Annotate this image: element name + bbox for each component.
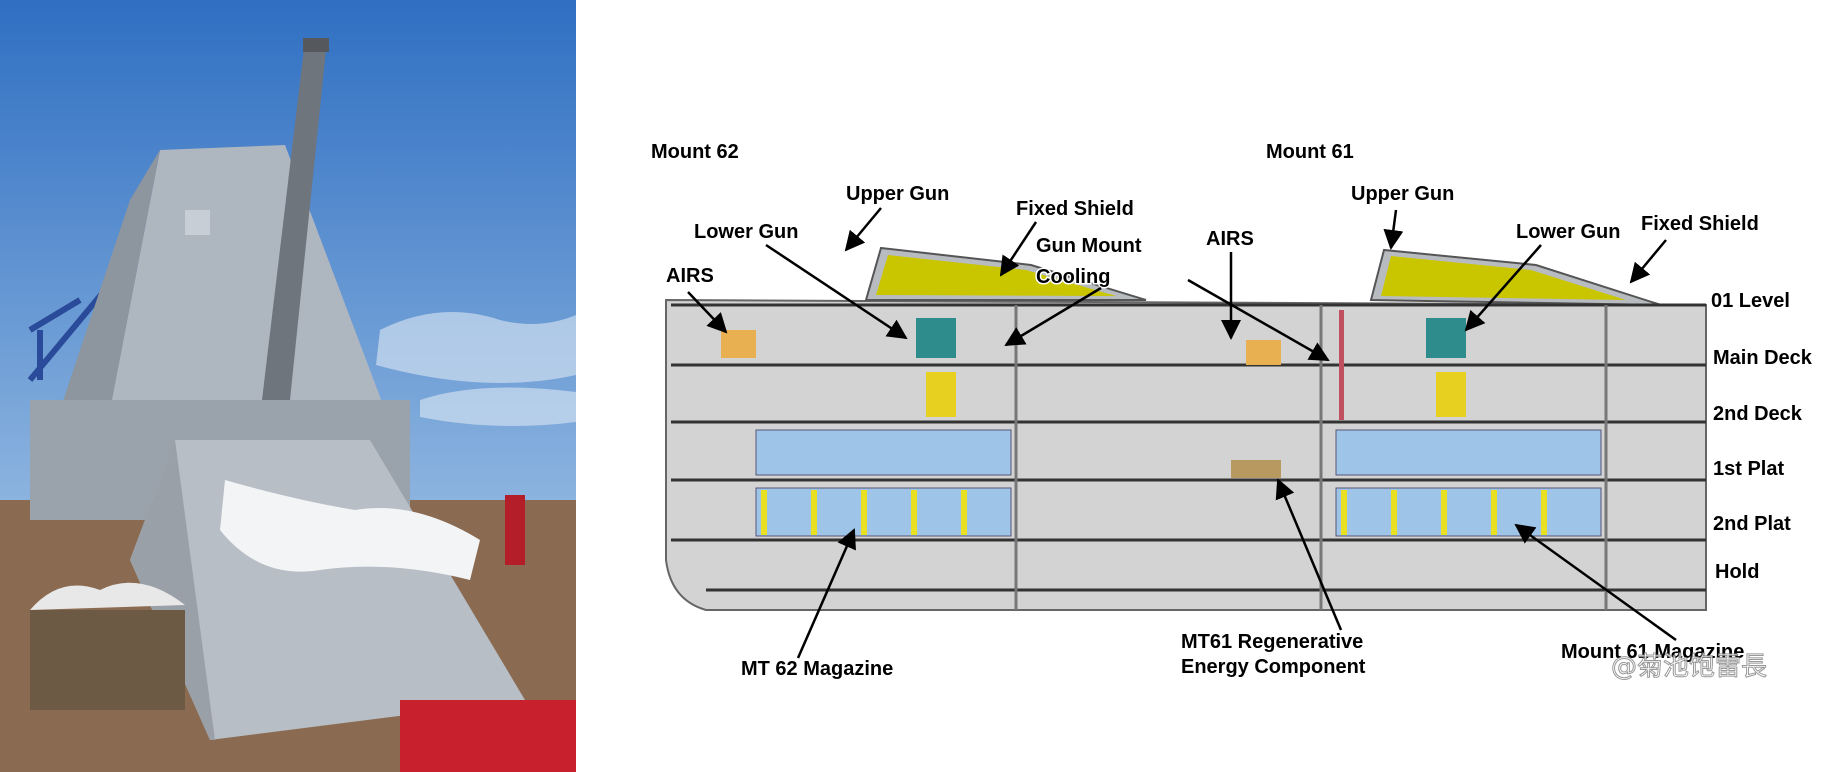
mt61-regen-label-2: Energy Component [1181, 656, 1366, 678]
regen-energy-unit [1231, 460, 1281, 478]
level-labels: 01 Level Main Deck 2nd Deck 1st Plat 2nd… [1710, 289, 1815, 585]
level-label: 01 Level [1711, 290, 1790, 312]
level-label: Hold [1715, 561, 1759, 583]
deckhouse-window [185, 210, 210, 235]
tarp [220, 480, 480, 580]
callout-labels: Upper Gun Fixed Shield Lower Gun Gun Mou… [665, 182, 1761, 682]
mt62-magazine-lower [755, 487, 1012, 537]
mount61-gunhouse-interior [1381, 256, 1626, 300]
red-box [400, 700, 576, 772]
level-label: 2nd Plat [1713, 513, 1791, 535]
turret-front [130, 440, 215, 740]
mount62-label: Mount 62 [651, 141, 739, 163]
watermark: @菊池饱雷長 [1611, 652, 1767, 682]
mt61-regen-label-1: MT61 Regenerative [1181, 631, 1363, 653]
airs-62-label: AIRS [666, 265, 714, 287]
gun-muzzle [303, 38, 329, 52]
mount62-gunhouse-interior [876, 255, 1116, 296]
upper-gun-61-label: Upper Gun [1351, 183, 1454, 205]
mt61-lower-gun [1426, 318, 1466, 358]
mount-labels: Mount 62 Mount 61 [650, 140, 1356, 165]
mt62-magazine-label: MT 62 Magazine [741, 658, 893, 680]
callout-arrows [687, 207, 1677, 659]
ship-cross-section-diagram: Mount 62 Mount 61 Upper Gun Fixed Shield… [650, 140, 1815, 683]
lower-gun-61-label: Lower Gun [1516, 221, 1620, 243]
mount61-magazine-label: Mount 61 Magazine [1561, 641, 1744, 663]
airs-62-unit [721, 330, 756, 358]
level-label: 2nd Deck [1713, 403, 1803, 425]
lower-gun-62-label: Lower Gun [694, 221, 798, 243]
red-cabinet [505, 495, 525, 565]
airs-61-unit [1246, 340, 1281, 365]
deckhouse [110, 145, 385, 410]
fixed-shield-62-label: Fixed Shield [1016, 198, 1134, 220]
mt62-ammo-columns [761, 490, 967, 535]
level-label: Main Deck [1713, 347, 1813, 369]
mt61-ammo-columns [1341, 490, 1547, 535]
crane [27, 288, 108, 382]
gun-barrel [262, 40, 327, 400]
gun-mount-cooling-label-2: Cooling [1036, 266, 1110, 288]
mt61-magazine-lower [1335, 487, 1602, 537]
crate [30, 610, 185, 710]
airs-61-label: AIRS [1206, 228, 1254, 250]
clouds [376, 312, 576, 426]
mt62-lower-gun [916, 318, 956, 358]
mt62-hoist [926, 372, 956, 417]
deckhouse-side [60, 150, 160, 410]
gun-mount-cooling-label-1: Gun Mount [1036, 235, 1142, 257]
mt61-magazine-upper [1335, 429, 1602, 476]
mt61-hoist [1436, 372, 1466, 417]
level-label: 1st Plat [1713, 458, 1784, 480]
fixed-shield-61-label: Fixed Shield [1641, 213, 1759, 235]
sandbags [30, 582, 185, 610]
mt62-magazine-upper [755, 429, 1012, 476]
mount61-label: Mount 61 [1266, 141, 1354, 163]
gun-turret-photo [0, 0, 576, 772]
deck-stripe [1339, 310, 1344, 420]
upper-gun-62-label: Upper Gun [846, 183, 949, 205]
